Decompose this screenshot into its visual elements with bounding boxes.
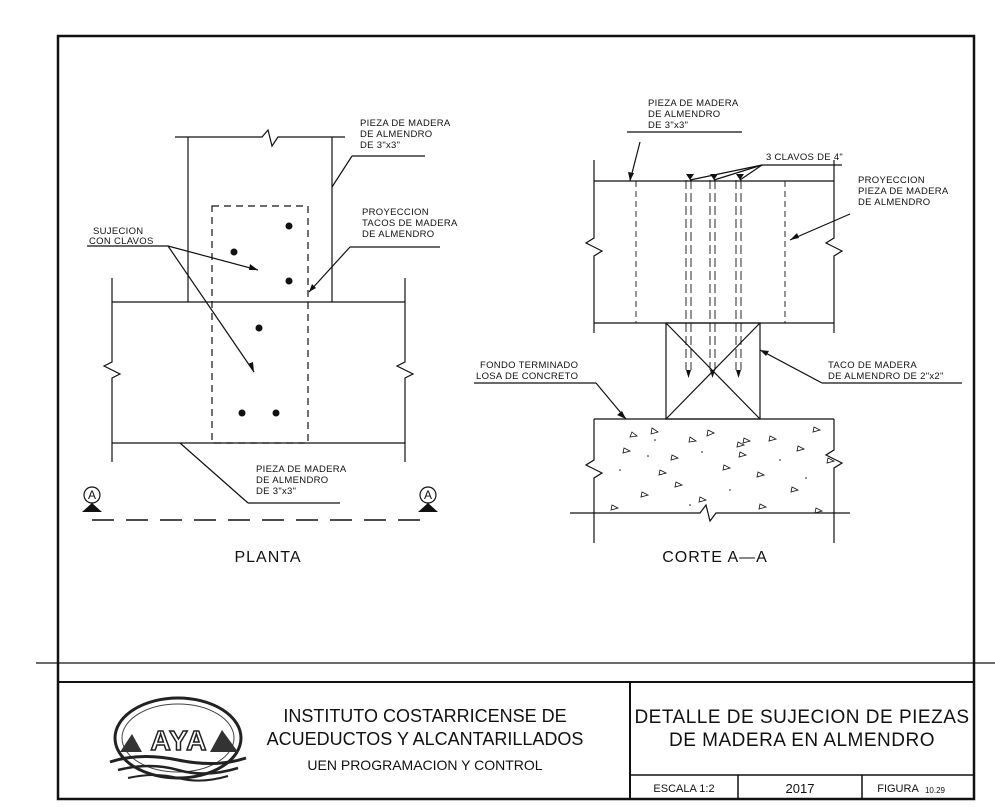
plan-label-top-2: DE ALMENDRO xyxy=(360,129,432,140)
section-label-block-2: DE ALMENDRO DE 2"x2" xyxy=(828,371,944,382)
section-label-proj-1: PROYECCION xyxy=(858,175,925,186)
section-label-top-1: PIEZA DE MADERA xyxy=(648,98,739,109)
institution-line-2: ACUEDUCTOS Y ALCANTARILLADOS xyxy=(267,729,584,749)
plan-label-proj-3: DE ALMENDRO xyxy=(362,229,434,240)
section-label-block-1: TACO DE MADERA xyxy=(828,360,917,371)
section-marker-right-triangle xyxy=(418,503,438,512)
section-label-top-3: DE 3"x3" xyxy=(648,120,688,131)
concrete-dots xyxy=(619,439,807,506)
department-name: UEN PROGRAMACION Y CONTROL xyxy=(307,757,542,773)
plan-label-bottom-2: DE ALMENDRO xyxy=(256,475,328,486)
aya-logo: AYA xyxy=(109,696,247,782)
section-leader-arrows xyxy=(617,172,799,419)
section-label-proj-2: PIEZA DE MADERA xyxy=(858,186,949,197)
plan-label-fix-1: SUJECION xyxy=(93,226,143,237)
institution-line-1: INSTITUTO COSTARRICENSE DE xyxy=(283,706,566,726)
plan-leader-arrows xyxy=(248,264,316,372)
section-marker-right-letter: A xyxy=(424,488,432,502)
section-label-top-2: DE ALMENDRO xyxy=(648,109,720,120)
section-view xyxy=(474,131,962,543)
section-nail-tips xyxy=(686,174,744,378)
year-cell: 2017 xyxy=(786,781,815,796)
plan-label-bottom-1: PIEZA DE MADERA xyxy=(256,464,347,475)
figure-label-cell: FIGURA xyxy=(877,783,919,795)
section-marker-left-letter: A xyxy=(88,488,96,502)
aya-logo-text: AYA xyxy=(151,725,208,756)
drawing-title-line-2: DE MADERA EN ALMENDRO xyxy=(669,730,935,751)
section-label-proj-3: DE ALMENDRO xyxy=(858,197,930,208)
plan-label-top-1: PIEZA DE MADERA xyxy=(360,118,451,129)
plan-label-proj-1: PROYECCION xyxy=(362,207,429,218)
section-title: CORTE A—A xyxy=(662,549,768,566)
plan-label-top-3: DE 3"x3" xyxy=(360,140,400,151)
section-marker-left-triangle xyxy=(82,503,102,512)
drawing-title-line-1: DETALLE DE SUJECION DE PIEZAS xyxy=(634,707,969,728)
concrete-hatch xyxy=(610,426,836,514)
plan-title: PLANTA xyxy=(234,549,301,566)
plan-label-bottom-3: DE 3"x3" xyxy=(256,486,296,497)
scale-cell: ESCALA 1:2 xyxy=(653,783,714,795)
section-nails xyxy=(685,180,742,370)
plan-label-proj-2: TACOS DE MADERA xyxy=(362,218,458,229)
plan-view xyxy=(83,128,440,521)
sheet-border xyxy=(56,34,976,801)
section-label-slab-1: FONDO TERMINADO xyxy=(480,360,578,371)
section-label-nails: 3 CLAVOS DE 4" xyxy=(766,152,843,163)
figure-number-cell: 10.29 xyxy=(925,786,946,795)
plan-nails xyxy=(230,222,293,417)
plan-label-fix-2: CON CLAVOS xyxy=(89,236,154,247)
section-label-slab-2: LOSA DE CONCRETO xyxy=(476,371,578,382)
